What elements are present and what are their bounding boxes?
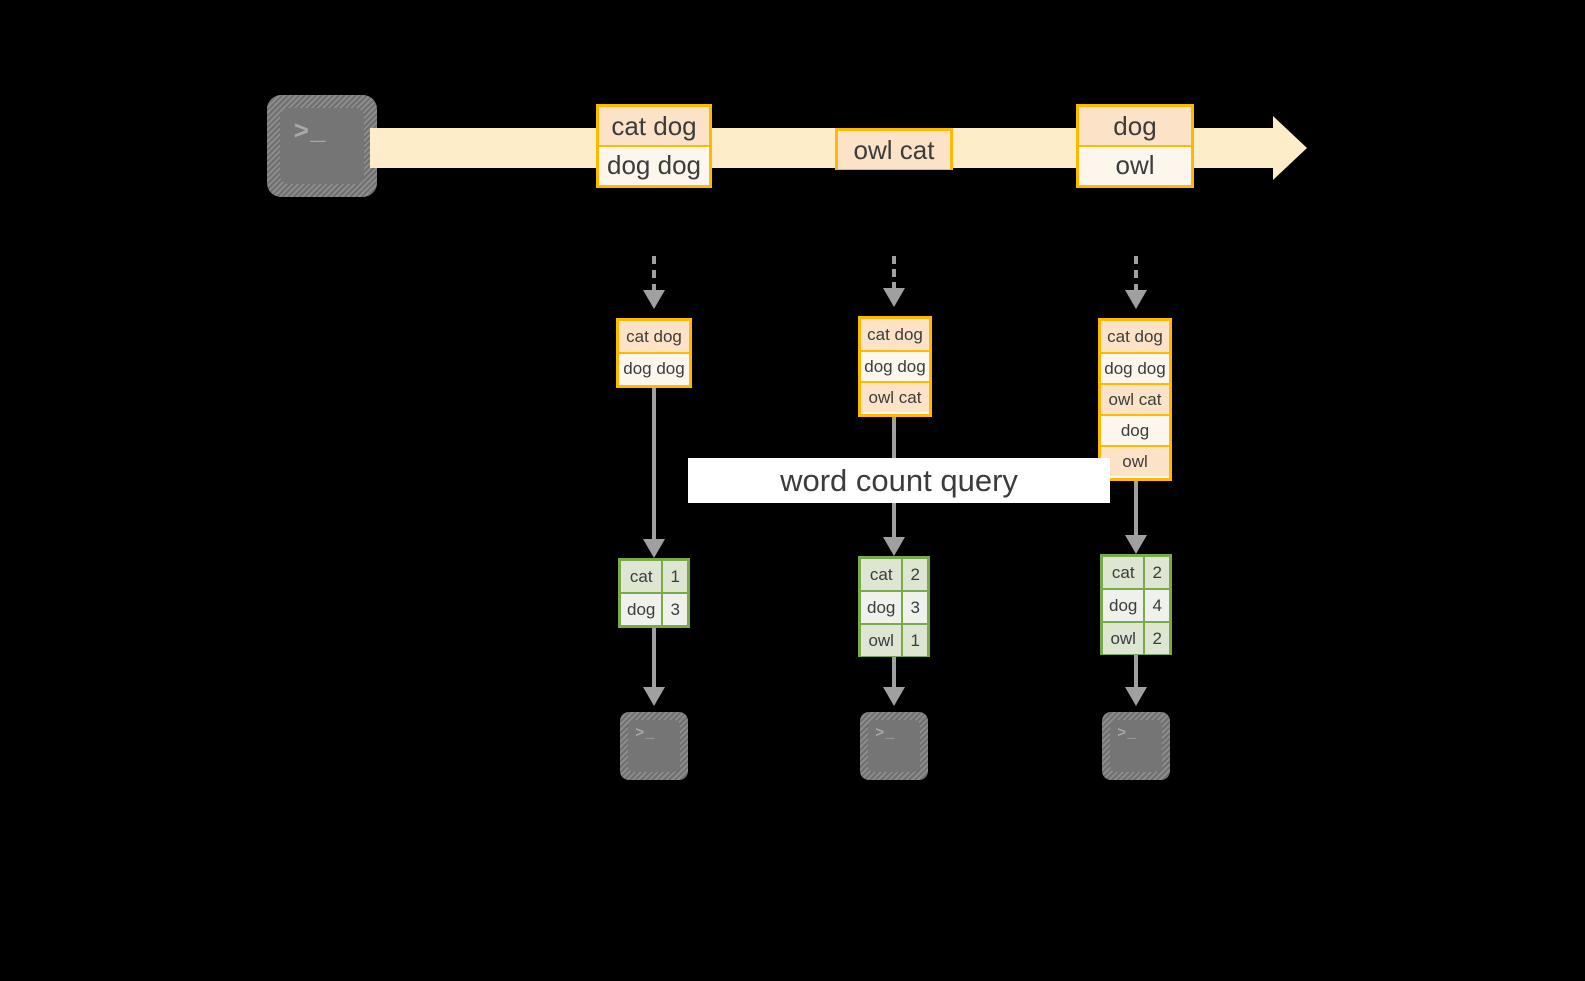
column-2-sink-line xyxy=(892,657,896,691)
column-2-result-word-1: cat xyxy=(861,559,902,590)
column-3-input-row-5: owl xyxy=(1101,445,1169,476)
column-3-input-row-2: dog dog xyxy=(1101,352,1169,383)
column-2-sink-terminal-body: >_ xyxy=(868,720,920,772)
terminal-prompt-glyph: >_ xyxy=(1117,725,1138,743)
column-2-input-row-2: dog dog xyxy=(861,350,929,381)
query-banner-label: word count query xyxy=(780,462,1018,498)
column-3-result-row-1: cat 2 xyxy=(1103,557,1169,588)
stream-batch-2-row-1: owl cat xyxy=(838,131,950,169)
column-3-input-table: cat dog dog dog owl cat dog owl xyxy=(1098,318,1172,481)
terminal-prompt-glyph: >_ xyxy=(293,116,327,147)
column-1-result-table: cat 1 dog 3 xyxy=(618,558,690,628)
column-1-feed-arrowhead xyxy=(643,290,665,309)
column-1-sink-arrowhead xyxy=(643,687,665,706)
column-3-result-row-3: owl 2 xyxy=(1103,621,1169,654)
stream-batch-3-row-1: dog xyxy=(1079,107,1191,145)
column-3-result-row-2: dog 4 xyxy=(1103,588,1169,621)
column-1-result-word-2: dog xyxy=(621,594,662,625)
input-stream-arrowhead xyxy=(1273,116,1307,180)
stream-batch-3: dog owl xyxy=(1076,104,1194,188)
column-2-result-count-1: 2 xyxy=(901,559,927,590)
column-3-result-word-2: dog xyxy=(1103,590,1144,621)
column-3-result-word-3: owl xyxy=(1103,623,1144,654)
column-1-sink-terminal-icon: >_ xyxy=(620,712,688,780)
query-banner: word count query xyxy=(688,458,1110,503)
stream-batch-1-row-2: dog dog xyxy=(599,145,709,183)
column-1-query-arrowhead xyxy=(643,539,665,558)
column-1-result-word-1: cat xyxy=(621,561,662,592)
column-2-result-row-3: owl 1 xyxy=(861,623,927,656)
column-3-feed-line xyxy=(1134,256,1138,292)
column-1-result-count-1: 1 xyxy=(661,561,687,592)
column-2-result-count-2: 3 xyxy=(901,592,927,623)
column-3-input-row-4: dog xyxy=(1101,414,1169,445)
column-1-input-row-2: dog dog xyxy=(619,352,689,383)
column-1-sink-terminal-body: >_ xyxy=(628,720,680,772)
column-1-feed-line xyxy=(652,256,656,292)
column-3-feed-arrowhead xyxy=(1125,290,1147,309)
source-terminal-icon: >_ xyxy=(267,95,377,197)
stream-batch-3-row-2: owl xyxy=(1079,145,1191,183)
column-1-result-row-2: dog 3 xyxy=(621,592,687,625)
column-2-result-count-3: 1 xyxy=(901,625,927,656)
column-2-feed-line xyxy=(892,256,896,290)
column-2-result-table: cat 2 dog 3 owl 1 xyxy=(858,556,930,657)
column-3-result-count-2: 4 xyxy=(1143,590,1169,621)
column-3-sink-terminal-icon: >_ xyxy=(1102,712,1170,780)
column-1-input-row-1: cat dog xyxy=(619,321,689,352)
column-2-result-row-1: cat 2 xyxy=(861,559,927,590)
column-3-result-count-3: 2 xyxy=(1143,623,1169,654)
column-3-result-count-1: 2 xyxy=(1143,557,1169,588)
terminal-prompt-glyph: >_ xyxy=(635,725,656,743)
column-2-input-row-3: owl cat xyxy=(861,381,929,412)
source-terminal-body: >_ xyxy=(280,108,364,184)
terminal-prompt-glyph: >_ xyxy=(875,725,896,743)
stream-batch-1-row-1: cat dog xyxy=(599,107,709,145)
stream-batch-2: owl cat xyxy=(835,128,953,170)
column-2-sink-arrowhead xyxy=(883,687,905,706)
column-2-query-arrowhead xyxy=(883,537,905,556)
column-1-result-count-2: 3 xyxy=(661,594,687,625)
column-2-result-row-2: dog 3 xyxy=(861,590,927,623)
column-3-sink-arrowhead xyxy=(1125,687,1147,706)
column-3-sink-terminal-body: >_ xyxy=(1110,720,1162,772)
column-2-input-table: cat dog dog dog owl cat xyxy=(858,316,932,417)
column-3-query-arrowhead xyxy=(1125,535,1147,554)
column-1-sink-line xyxy=(652,628,656,691)
stream-batch-1: cat dog dog dog xyxy=(596,104,712,188)
column-3-sink-line xyxy=(1134,655,1138,691)
column-3-result-table: cat 2 dog 4 owl 2 xyxy=(1100,554,1172,655)
column-3-query-line xyxy=(1134,481,1138,539)
column-2-result-word-3: owl xyxy=(861,625,902,656)
column-3-input-row-1: cat dog xyxy=(1101,321,1169,352)
column-1-query-line xyxy=(652,388,656,543)
column-1-input-table: cat dog dog dog xyxy=(616,318,692,388)
column-2-input-row-1: cat dog xyxy=(861,319,929,350)
column-3-input-row-3: owl cat xyxy=(1101,383,1169,414)
column-2-sink-terminal-icon: >_ xyxy=(860,712,928,780)
column-2-result-word-2: dog xyxy=(861,592,902,623)
column-1-result-row-1: cat 1 xyxy=(621,561,687,592)
column-3-result-word-1: cat xyxy=(1103,557,1144,588)
column-2-feed-arrowhead xyxy=(883,288,905,307)
